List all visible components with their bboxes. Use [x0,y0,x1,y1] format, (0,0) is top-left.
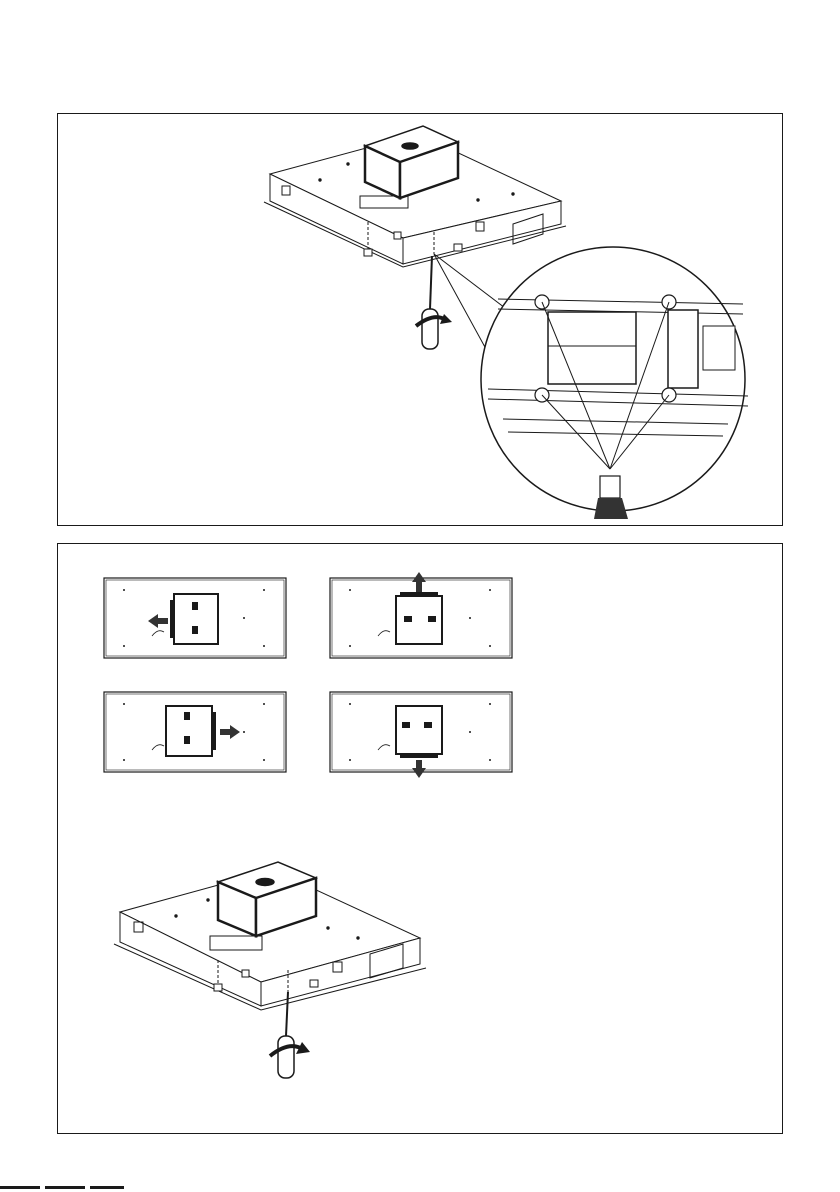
orientation-view-up [330,572,512,658]
panel-motor-removal [57,113,783,526]
screwdriver-icon [270,992,310,1078]
screwdriver-icon [416,256,452,349]
top-illustration [58,114,784,527]
orientation-view-left [104,578,286,658]
bottom-illustration [58,544,784,1135]
footer-fine-print-bar [0,1183,840,1192]
panel-motor-orientation [57,543,783,1134]
orientation-view-down [330,692,512,778]
detail-magnifier [481,247,748,519]
orientation-view-right [104,692,286,772]
